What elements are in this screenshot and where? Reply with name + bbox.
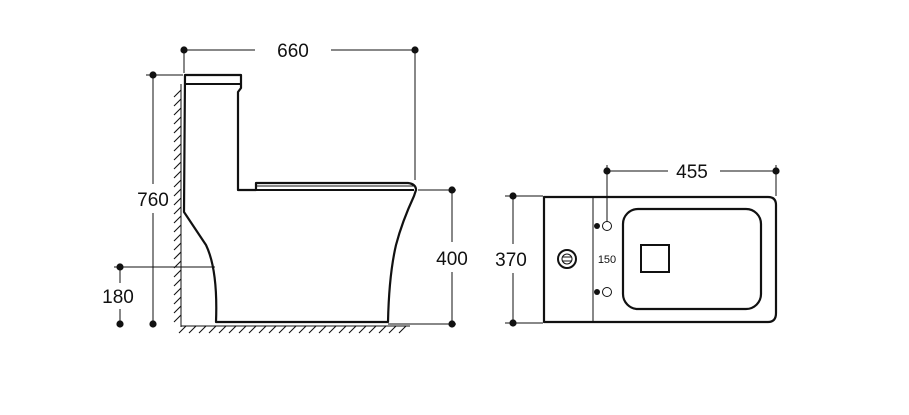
flush-button-inner: [561, 253, 573, 265]
label-660: 660: [277, 41, 309, 62]
mounting-hole-bottom: [602, 287, 612, 297]
floor-hatching: [178, 325, 410, 334]
dimension-seat-height: 400: [388, 186, 468, 328]
flush-button-icon: [557, 249, 577, 269]
toilet-top-outline: [542, 195, 778, 324]
dimension-top-width: 370: [495, 192, 543, 327]
label-400: 400: [436, 249, 468, 270]
mounting-hole-top: [602, 221, 612, 231]
dimension-top-length: 455: [603, 162, 780, 222]
label-455: 455: [676, 162, 708, 183]
dimension-outlet-height: 180: [102, 263, 215, 328]
label-150: 150: [598, 254, 616, 266]
label-760: 760: [137, 190, 169, 211]
bowl-opening-outline: [621, 207, 763, 311]
wall-hatching: [173, 84, 182, 327]
side-view: 660 760 180 400: [102, 41, 468, 334]
label-370: 370: [495, 250, 527, 271]
drain-square: [640, 244, 670, 273]
label-180: 180: [102, 287, 134, 308]
dimension-overall-height: 760: [137, 71, 183, 328]
top-view: 150 455 370: [495, 162, 780, 327]
dimension-overall-length: 660: [180, 41, 419, 180]
toilet-side-outline: [182, 73, 418, 324]
